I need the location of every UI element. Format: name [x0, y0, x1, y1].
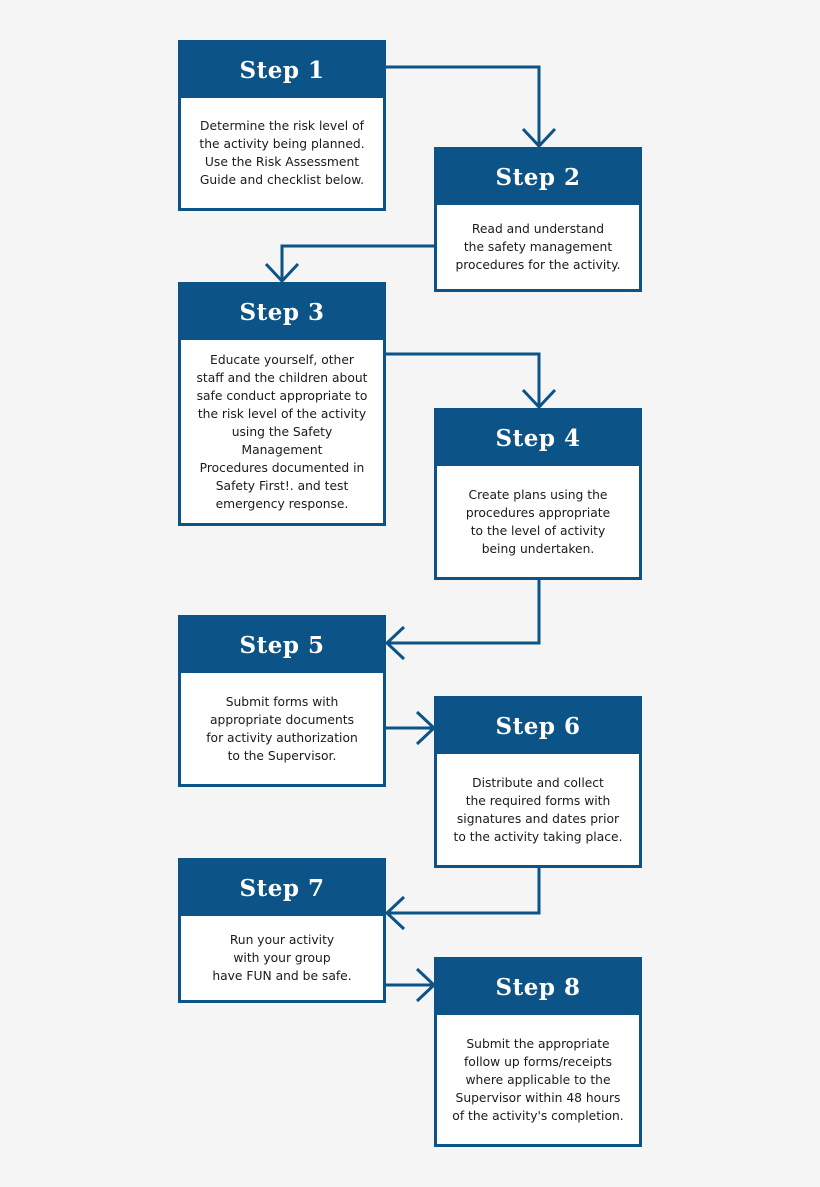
arrow-step4-to-step5	[387, 580, 541, 645]
step-2-text: Read and understand the safety managemen…	[455, 222, 621, 272]
step-3-box: Step 3 Educate yourself, other staff and…	[178, 282, 386, 526]
step-4-title: Step 4	[437, 411, 639, 466]
arrow-step6-to-step7	[387, 868, 541, 915]
step-1-title: Step 1	[181, 43, 383, 98]
step-5-title: Step 5	[181, 618, 383, 673]
step-5-text: Submit forms with appropriate documents …	[206, 694, 358, 763]
step-3-title: Step 3	[181, 285, 383, 340]
step-4-box: Step 4 Create plans using the procedures…	[434, 408, 642, 580]
step-8-text: Submit the appropriate follow up forms/r…	[452, 1036, 624, 1123]
step-5-box: Step 5 Submit forms with appropriate doc…	[178, 615, 386, 787]
arrowhead-step7	[384, 895, 406, 931]
step-2-box: Step 2 Read and understand the safety ma…	[434, 147, 642, 292]
step-7-box: Step 7 Run your activity with your group…	[178, 858, 386, 1003]
step-6-title: Step 6	[437, 699, 639, 754]
step-8-title: Step 8	[437, 960, 639, 1015]
step-6-box: Step 6 Distribute and collect the requir…	[434, 696, 642, 868]
arrowhead-step2	[521, 127, 557, 149]
step-3-text: Educate yourself, other staff and the ch…	[196, 352, 368, 511]
arrowhead-step4	[521, 388, 557, 410]
step-4-text: Create plans using the procedures approp…	[465, 487, 611, 556]
arrowhead-step3	[264, 262, 300, 284]
arrow-step1-to-step2	[385, 65, 541, 146]
step-2-title: Step 2	[437, 150, 639, 205]
step-6-text: Distribute and collect the required form…	[453, 775, 623, 844]
arrowhead-step5	[384, 625, 406, 661]
arrow-step2-to-step3	[280, 244, 437, 281]
step-7-title: Step 7	[181, 861, 383, 916]
arrow-step3-to-step4	[385, 352, 541, 407]
step-1-text: Determine the risk level of the activity…	[199, 119, 365, 187]
step-7-text: Run your activity with your group have F…	[212, 933, 352, 983]
step-8-box: Step 8 Submit the appropriate follow up …	[434, 957, 642, 1147]
step-1-box: Step 1 Determine the risk level of the a…	[178, 40, 386, 211]
